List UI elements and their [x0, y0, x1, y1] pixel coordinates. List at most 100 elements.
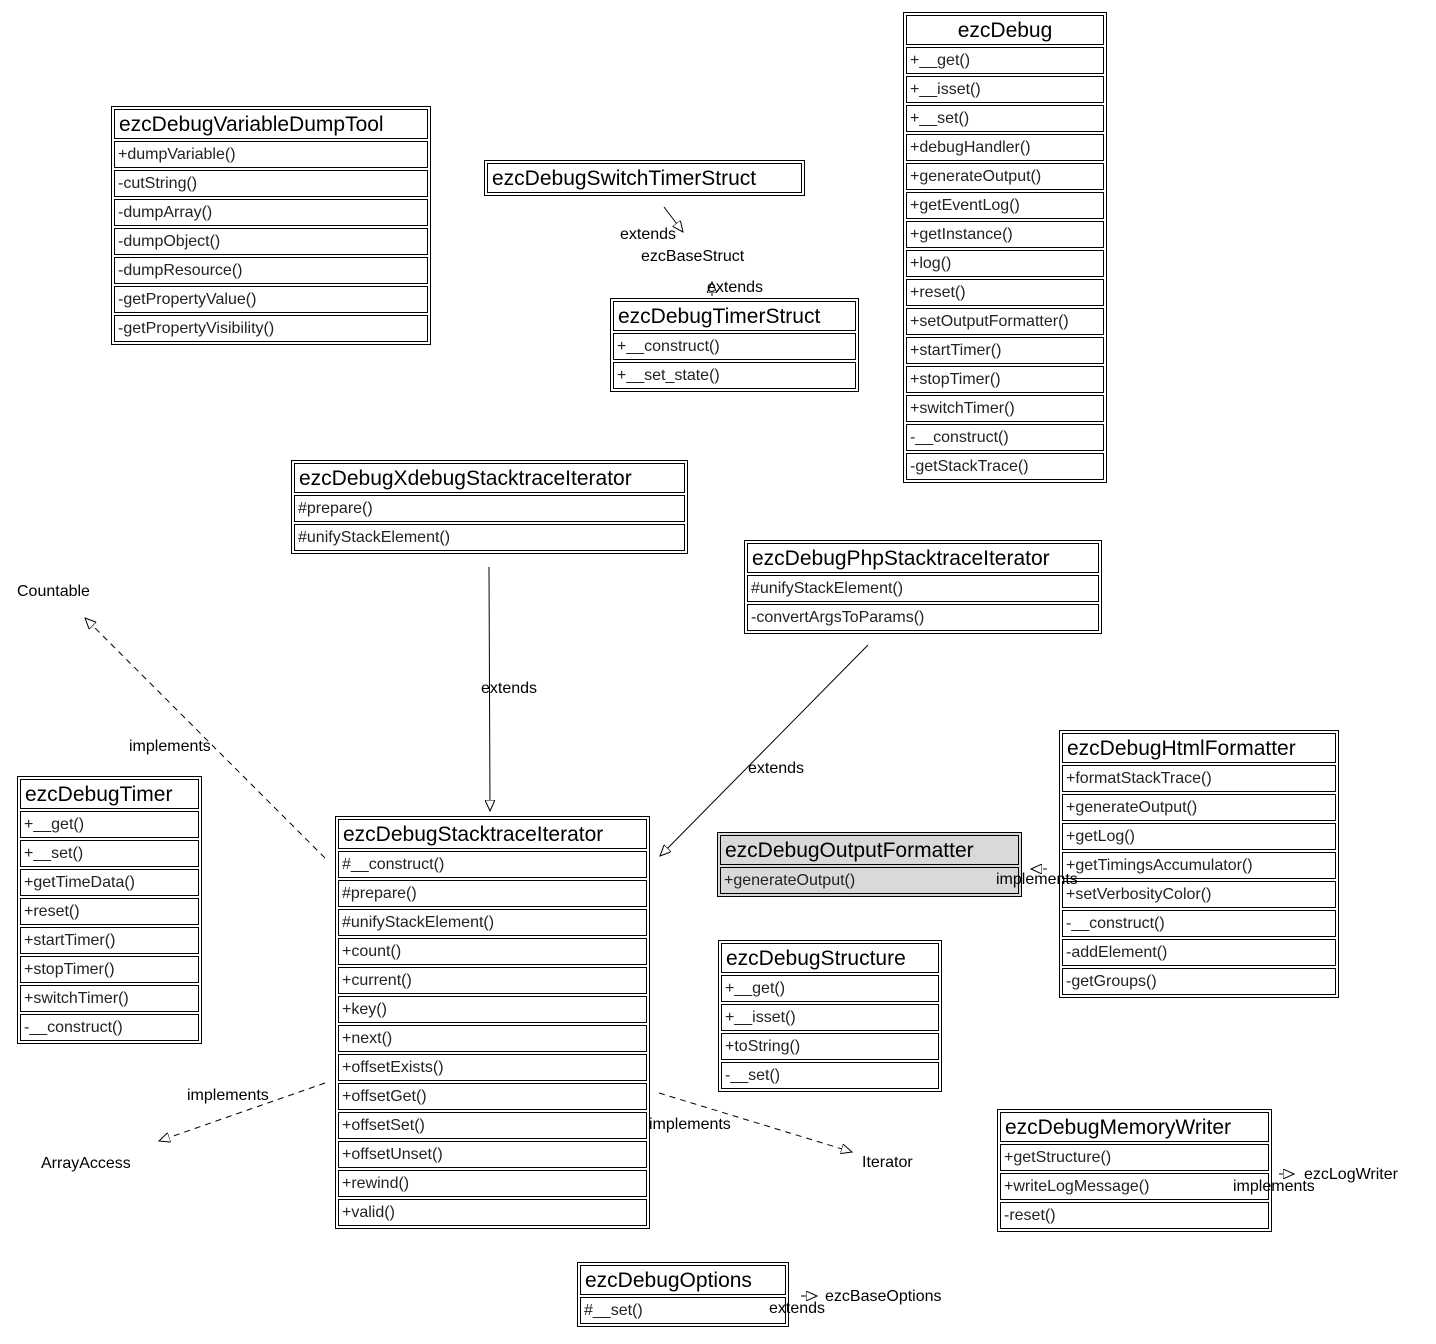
method: +stopTimer() — [20, 956, 199, 983]
external-ezcBaseStruct: ezcBaseStruct — [641, 248, 745, 265]
method: -getPropertyValue() — [114, 286, 428, 313]
edge-switch-extends — [663, 206, 683, 232]
edge-label-xdebug-extends: extends — [481, 680, 538, 697]
method: #__set() — [580, 1297, 786, 1324]
method: -getGroups() — [1062, 968, 1336, 995]
method: +debugHandler() — [906, 134, 1104, 161]
method: +key() — [338, 996, 647, 1023]
method: +valid() — [338, 1199, 647, 1226]
edge-label-switch-extends: extends — [620, 226, 677, 243]
edge-label-countable-implements: implements — [129, 738, 211, 755]
method: +getStructure() — [1000, 1144, 1269, 1171]
method: -getPropertyVisibility() — [114, 315, 428, 342]
method: #__construct() — [338, 851, 647, 878]
method: +__get() — [721, 975, 939, 1002]
edge-label-memory-implements: implements — [1233, 1178, 1315, 1195]
method: #unifyStackElement() — [294, 524, 685, 551]
method: -addElement() — [1062, 939, 1336, 966]
edge-php-extends — [660, 644, 869, 856]
method: +rewind() — [338, 1170, 647, 1197]
edge-arrayaccess-implements — [159, 1082, 326, 1141]
class-ezcDebugStructure: ezcDebugStructure +__get() +__isset() +t… — [718, 940, 942, 1092]
method: +offsetSet() — [338, 1112, 647, 1139]
method: +generateOutput() — [906, 163, 1104, 190]
edge-label-timerstruct-extends: extends — [707, 279, 764, 296]
edge-xdebug-extends — [489, 566, 490, 811]
method: -__construct() — [1062, 910, 1336, 937]
method: +__set() — [20, 840, 199, 867]
method: -dumpResource() — [114, 257, 428, 284]
class-ezcDebugVariableDumpTool: ezcDebugVariableDumpTool +dumpVariable()… — [111, 106, 431, 345]
method: +count() — [338, 938, 647, 965]
method: -reset() — [1000, 1202, 1269, 1229]
method: -dumpObject() — [114, 228, 428, 255]
method: +offsetExists() — [338, 1054, 647, 1081]
edge-label-iterator-implements: implements — [649, 1116, 731, 1133]
method: +generateOutput() — [720, 867, 1019, 894]
method: #prepare() — [338, 880, 647, 907]
method: +__get() — [20, 811, 199, 838]
method: +writeLogMessage() — [1000, 1173, 1269, 1200]
method: +__set_state() — [613, 362, 856, 389]
method: +log() — [906, 250, 1104, 277]
class-ezcDebugOptions: ezcDebugOptions #__set() — [577, 1262, 789, 1327]
edge-label-html-implements: implements — [996, 871, 1078, 888]
interface-title: ezcDebugOutputFormatter — [720, 835, 1019, 865]
class-title: ezcDebugPhpStacktraceIterator — [747, 543, 1099, 573]
class-title: ezcDebugMemoryWriter — [1000, 1112, 1269, 1142]
method: -convertArgsToParams() — [747, 604, 1099, 631]
external-ezcLogWriter: ezcLogWriter — [1304, 1166, 1398, 1183]
method: +reset() — [906, 279, 1104, 306]
method: +offsetGet() — [338, 1083, 647, 1110]
class-ezcDebugSwitchTimerStruct: ezcDebugSwitchTimerStruct — [484, 160, 805, 196]
method: #prepare() — [294, 495, 685, 522]
method: +__set() — [906, 105, 1104, 132]
class-ezcDebugMemoryWriter: ezcDebugMemoryWriter +getStructure() +wr… — [997, 1109, 1272, 1232]
class-title: ezcDebugTimerStruct — [613, 301, 856, 331]
method: +getEventLog() — [906, 192, 1104, 219]
edge-label-php-extends: extends — [748, 760, 805, 777]
method: +startTimer() — [906, 337, 1104, 364]
class-ezcDebugHtmlFormatter: ezcDebugHtmlFormatter +formatStackTrace(… — [1059, 730, 1339, 998]
method: +__isset() — [906, 76, 1104, 103]
method: +startTimer() — [20, 927, 199, 954]
method: +setVerbosityColor() — [1062, 881, 1336, 908]
method: +switchTimer() — [20, 985, 199, 1012]
method: +switchTimer() — [906, 395, 1104, 422]
class-ezcDebugTimerStruct: ezcDebugTimerStruct +__construct() +__se… — [610, 298, 859, 392]
method: +toString() — [721, 1033, 939, 1060]
method: +__construct() — [613, 333, 856, 360]
method: +next() — [338, 1025, 647, 1052]
method: -__construct() — [20, 1014, 199, 1041]
class-title: ezcDebugVariableDumpTool — [114, 109, 428, 139]
method: -__construct() — [906, 424, 1104, 451]
method: +__get() — [906, 47, 1104, 74]
method: -dumpArray() — [114, 199, 428, 226]
method: -__set() — [721, 1062, 939, 1089]
external-countable: Countable — [17, 583, 90, 600]
class-title: ezcDebugHtmlFormatter — [1062, 733, 1336, 763]
method: +getLog() — [1062, 823, 1336, 850]
class-title: ezcDebugTimer — [20, 779, 199, 809]
class-ezcDebugPhpStacktraceIterator: ezcDebugPhpStacktraceIterator #unifyStac… — [744, 540, 1102, 634]
edge-iterator-implements — [658, 1092, 852, 1152]
method: -getStackTrace() — [906, 453, 1104, 480]
class-title: ezcDebugSwitchTimerStruct — [487, 163, 802, 193]
class-title: ezcDebugStructure — [721, 943, 939, 973]
edge-label-options-extends: extends — [769, 1300, 826, 1317]
method: +dumpVariable() — [114, 141, 428, 168]
class-title: ezcDebugOptions — [580, 1265, 786, 1295]
method: +setOutputFormatter() — [906, 308, 1104, 335]
method: +reset() — [20, 898, 199, 925]
external-ezcBaseOptions: ezcBaseOptions — [825, 1288, 942, 1305]
external-arrayaccess: ArrayAccess — [41, 1155, 131, 1172]
method: -cutString() — [114, 170, 428, 197]
class-ezcDebugTimer: ezcDebugTimer +__get() +__set() +getTime… — [17, 776, 202, 1044]
class-title: ezcDebugXdebugStacktraceIterator — [294, 463, 685, 493]
method: #unifyStackElement() — [338, 909, 647, 936]
method: +current() — [338, 967, 647, 994]
external-iterator: Iterator — [862, 1154, 913, 1171]
method: +stopTimer() — [906, 366, 1104, 393]
method: +getInstance() — [906, 221, 1104, 248]
